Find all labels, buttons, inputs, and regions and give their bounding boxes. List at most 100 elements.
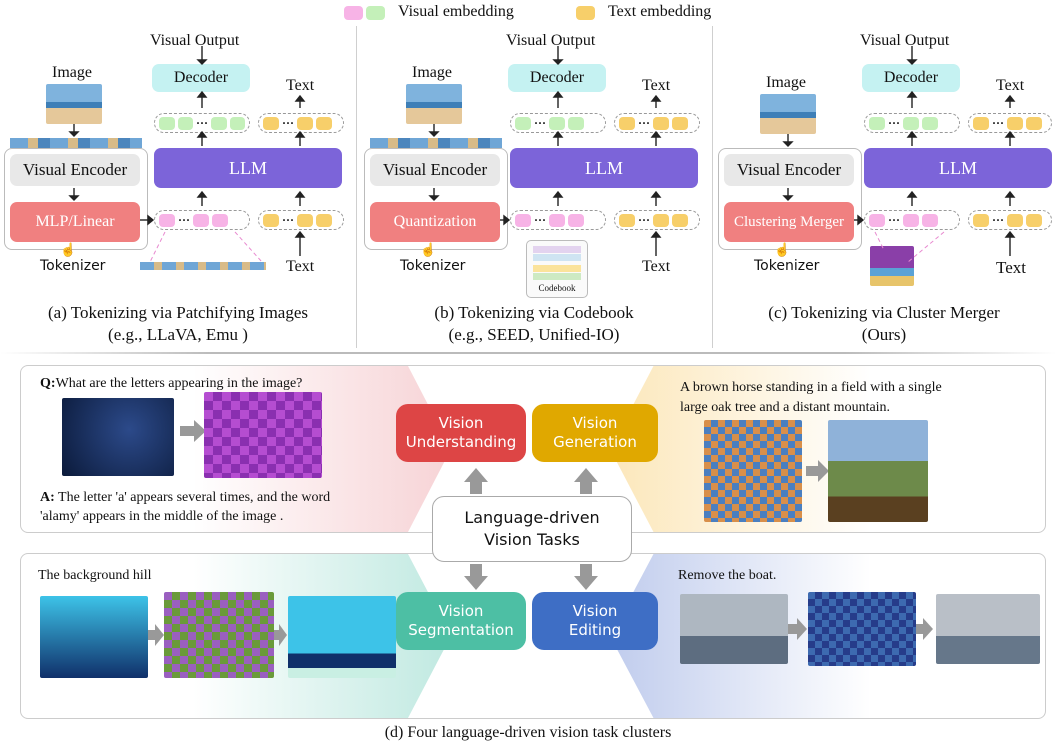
image-label: Image [52,64,92,81]
clustering-merger-box: Clustering Merger [724,202,854,242]
codebook-label: Codebook [538,283,576,293]
text-embedding-swatch [576,6,595,20]
llm-box: LLM [510,148,698,188]
panel-a: Visual Output Image Decoder Text ··· ···… [0,0,356,352]
segmentation-line1: Vision [438,602,484,620]
text-top-label: Text [286,77,315,94]
visual-embedding-swatch-pink [344,6,363,20]
tokenizer-frame [718,148,862,250]
text-top-label: Text [996,77,1025,94]
input-visual-tokens: ··· [510,210,606,230]
panel-divider-2 [712,26,713,348]
panel-b-arrows [428,46,662,256]
image-label: Image [412,64,452,81]
panel-c: Visual Output Image Decoder Text ··· ···… [712,0,1056,352]
input-visual-tokens: ··· [154,210,250,230]
visual-output-label: Visual Output [860,32,950,49]
caption-a-line1: (a) Tokenizing via Patchifying Images [47,303,309,322]
arrow-right-head [923,618,933,640]
horse-clustered-image [704,420,802,522]
caption-c-line1: (c) Tokenizing via Cluster Merger [768,303,1000,322]
vision-editing-box: Vision Editing [532,592,658,650]
patch-strip [370,138,502,148]
llm-box: LLM [864,148,1052,188]
caption-b-line1: (b) Tokenizing via Codebook [434,303,634,322]
generation-gradient [610,366,1045,532]
tokenizer-hand-icon: ☝ [420,242,437,257]
question-text: What are the letters appearing in the im… [55,376,303,391]
boat-image [680,594,788,664]
panel-b: Visual Output Image Decoder Text ··· ···… [356,0,712,352]
visual-encoder-box: Visual Encoder [724,154,854,186]
center-line2: Vision Tasks [484,530,580,549]
text-bottom-label: Text [642,258,671,275]
input-text-tokens: ··· [968,210,1052,230]
visual-embedding-swatch-green [366,6,385,20]
tokenizer-hand-icon: ☝ [60,242,77,257]
text-top-label: Text [642,77,671,94]
arrow-right-icon [916,624,924,634]
tokenizer-frame [4,148,148,250]
understanding-question: Q:What are the letters appearing in the … [40,376,302,392]
generation-line1: Vision [572,414,618,432]
segmentation-line2: Segmentation [408,621,514,639]
prompt-line1: A brown horse standing in a field with a… [680,380,942,395]
understanding-answer: A: The letter 'a' appears several times,… [40,488,420,526]
vision-understanding-box: Vision Understanding [396,404,526,462]
codebook: Codebook [526,240,588,298]
legend-text-label: Text embedding [608,3,712,20]
arrow-right-icon [806,466,818,476]
statue-clustered-image [204,392,322,478]
tokenizer-label: Tokenizer [400,258,466,274]
understanding-line2: Understanding [405,433,517,451]
section-divider [0,352,1056,354]
llm-box: LLM [154,148,342,188]
input-visual-tokens: ··· [864,210,960,230]
output-visual-tokens: ··· [154,113,250,133]
text-bottom-label: Text [286,258,315,275]
horse-image [828,420,928,522]
arrow-right-icon [148,630,156,640]
arrow-right-head [155,624,164,646]
center-line1: Language-driven [464,508,600,527]
editing-line1: Vision [572,602,618,620]
caption-a-line2: (e.g., LLaVA, Emu ) [108,325,248,344]
output-text-tokens: ··· [968,113,1052,133]
tokenizer-frame [364,148,508,250]
visual-encoder-box: Visual Encoder [10,154,140,186]
decoder-box: Decoder [862,64,960,92]
tokenizer-label: Tokenizer [40,258,106,274]
beach-image [760,94,816,134]
visual-output-label: Visual Output [506,32,596,49]
input-text-tokens: ··· [258,210,344,230]
q-label: Q: [40,376,56,391]
clustered-image [870,246,914,286]
answer-line2: 'alamy' appears in the middle of the ima… [40,509,284,524]
generation-prompt: A brown horse standing in a field with a… [680,378,1040,418]
arrow-right-head [279,624,287,646]
visual-output-label: Visual Output [150,32,240,49]
tokenizer-hand-icon: ☝ [774,242,791,257]
patch-strip [10,138,142,148]
decoder-box: Decoder [152,64,250,92]
arrow-right-icon [788,624,798,634]
beach-image [46,84,102,124]
vision-segmentation-box: Vision Segmentation [396,592,526,650]
arrow-right-head [194,420,206,442]
quantization-box: Quantization [370,202,500,242]
statue-image [62,398,174,476]
understanding-line1: Vision [438,414,484,432]
segmentation-prompt: The background hill [38,568,152,583]
boat-clustered-image [808,592,916,666]
caption-b-line2: (e.g., SEED, Unified-IO) [448,325,620,344]
editing-prompt: Remove the boat. [678,568,777,583]
input-text-tokens: ··· [614,210,700,230]
hill-image [40,596,148,678]
vision-generation-box: Vision Generation [532,404,658,462]
editing-line2: Editing [568,621,622,639]
legend: Visual embedding Text embedding [344,2,764,24]
a-label: A: [40,490,55,505]
arrow-right-head [818,460,829,482]
visual-encoder-box: Visual Encoder [370,154,500,186]
panel-a-arrows [68,46,306,263]
